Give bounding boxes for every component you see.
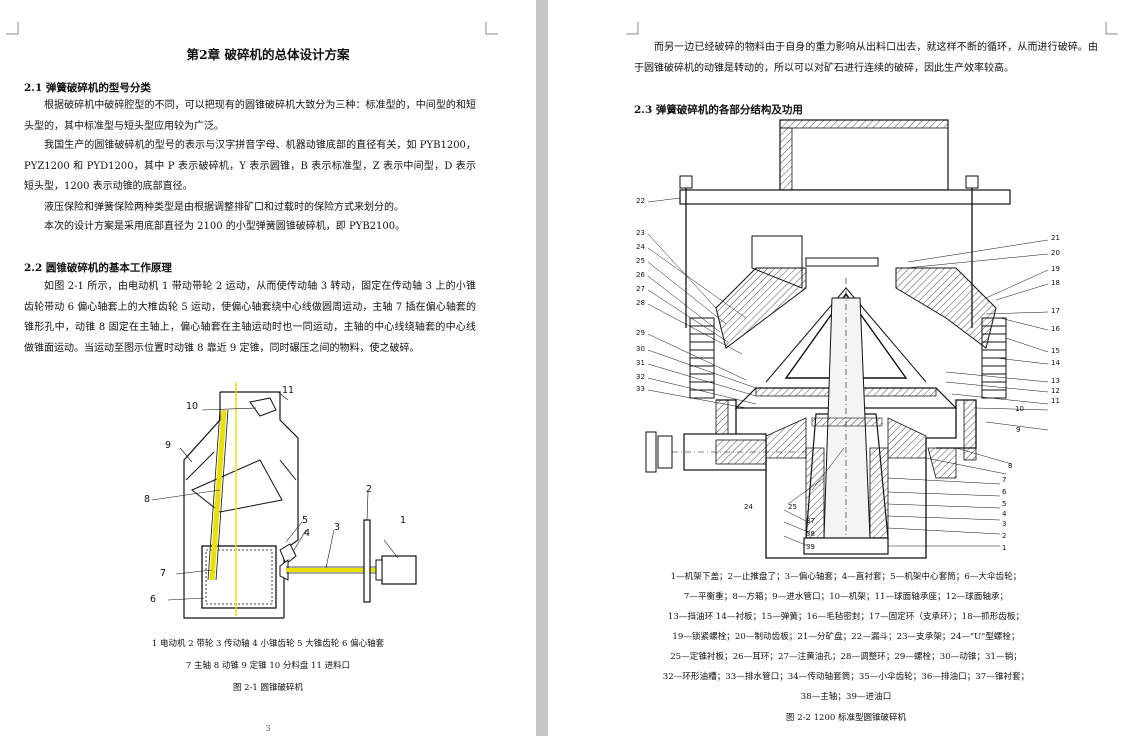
- section-2-1-para-3: 液压保险和弹簧保险两种类型是由根据调整排矿口和过载时的保险方式来划分的。: [44, 202, 404, 213]
- fig-2-2-label-9: 9: [1016, 426, 1021, 434]
- fig-2-2-label-27: 27: [636, 285, 645, 293]
- fig-2-2-label-4: 4: [1002, 510, 1007, 518]
- fig-2-2-label-12: 12: [1051, 387, 1060, 395]
- fig-2-2-legend-line-4: 19—锁紧螺栓；20—制动齿板；21—分矿盘；22—漏斗；23—支承架；24—"…: [672, 632, 1020, 642]
- section-2-2-para: 如图 2-1 所示，由电动机 1 带动带轮 2 运动，从而使传动轴 3 转动，固…: [24, 281, 476, 354]
- fig-2-2-label-20: 20: [1051, 249, 1060, 257]
- fig-2-2-label-25-lower: 25: [788, 503, 797, 511]
- figure-2-1-crusher-diagram: [151, 382, 417, 619]
- fig-2-1-legend-line-1: 1 电动机 2 带轮 3 传动轴 4 小锥齿轮 5 大锥齿轮 6 偏心轴套: [151, 639, 385, 649]
- fig-2-2-label-38: 38: [806, 530, 815, 538]
- fig-2-2-label-26: 26: [636, 271, 645, 279]
- right-page: 而另一边已经破碎的物料由于自身的重力影响从出料口出去，就这样不断的循环，从而进行…: [548, 0, 1144, 736]
- fig-2-2-label-6: 6: [1002, 488, 1007, 496]
- fig-2-2-label-18: 18: [1051, 279, 1060, 287]
- section-2-1-para-2: 我国生产的圆锥破碎机的型号的表示与汉字拼音字母、机器动锥底部的直径有关，如 PY…: [24, 140, 476, 192]
- fig-2-1-label-8: 8: [144, 494, 151, 505]
- section-2-3-heading: 2.3 弹簧破碎机的各部分结构及功用: [634, 104, 803, 116]
- fig-2-2-legend-line-3: 13—挡油环 14—衬板；15—弹簧；16—毛毡密封；17—固定环（支承环）；1…: [667, 612, 1025, 622]
- fig-2-2-label-32: 32: [636, 373, 645, 381]
- crop-mark-top-right: [1105, 22, 1118, 35]
- fig-2-2-label-19-upper: 19: [1051, 265, 1060, 273]
- fig-2-2-legend-line-1: 1—机架下盖；2—止推盘了；3—偏心轴套；4—直衬套；5—机架中心套筒；6—大伞…: [670, 572, 1022, 582]
- fig-2-2-label-28: 28: [636, 299, 645, 307]
- fig-2-2-legend-line-6: 32—环形油槽；33—排水管口；34—传动轴套筒；35—小伞齿轮；36—排油口；…: [662, 672, 1030, 682]
- fig-2-1-label-1: 1: [400, 515, 407, 526]
- section-2-2-heading: 2.2 圆锥破碎机的基本工作原理: [24, 262, 172, 274]
- crop-mark-top-right: [485, 22, 498, 35]
- fig-2-1-caption: 图 2-1 圆锥破碎机: [232, 683, 304, 693]
- fig-2-2-legend-line-7: 38—主轴；39—进油口: [800, 692, 892, 702]
- fig-2-2-label-16: 16: [1051, 325, 1060, 333]
- crop-mark-top-left: [6, 22, 19, 35]
- fig-2-2-label-1: 1: [1002, 544, 1007, 552]
- section-2-1-para-4: 本次的设计方案是采用底部直径为 2100 的小型弹簧圆锥破碎机，即 PYB210…: [44, 221, 406, 232]
- left-page: 第2章 破碎机的总体设计方案 2.1 弹簧破碎机的型号分类 根据破碎机中破碎腔型…: [0, 0, 536, 736]
- fig-2-2-label-31: 31: [636, 359, 645, 367]
- fig-2-2-label-2: 2: [1002, 532, 1007, 540]
- fig-2-1-label-7: 7: [160, 568, 167, 579]
- section-2-1-heading: 2.1 弹簧破碎机的型号分类: [24, 82, 151, 94]
- crop-mark-top-left: [626, 22, 639, 35]
- fig-2-2-label-30: 30: [636, 345, 645, 353]
- fig-2-2-label-8: 8: [1008, 462, 1013, 470]
- fig-2-2-label-14: 14: [1051, 359, 1060, 367]
- section-2-1-para-1: 根据破碎机中破碎腔型的不同，可以把现有的圆锥破碎机大致分为三种：标准型的，中间型…: [24, 100, 476, 132]
- fig-2-2-label-7: 7: [1002, 476, 1007, 484]
- fig-2-1-label-11: 11: [282, 385, 295, 396]
- fig-2-1-label-9: 9: [165, 440, 172, 451]
- fig-2-2-label-24-lower: 24: [744, 503, 753, 511]
- fig-2-1-legend-line-2: 7 主轴 8 动锥 9 定锥 10 分料盘 11 进料口: [185, 661, 351, 671]
- fig-2-2-legend-line-2: 7—平衡重；8—方箱；9—进水管口；10—机架；11—球面轴承座；12—球面轴承…: [683, 592, 1009, 602]
- fig-2-2-label-10: 10: [1015, 405, 1024, 413]
- fig-2-2-caption: 图 2-2 1200 标准型圆锥破碎机: [786, 713, 906, 723]
- fig-2-1-label-3: 3: [334, 522, 341, 533]
- fig-2-2-label-25: 25: [636, 257, 645, 265]
- fig-2-2-label-23: 23: [636, 229, 645, 237]
- fig-2-2-label-29: 29: [636, 329, 645, 337]
- fig-2-2-label-3: 3: [1002, 520, 1007, 528]
- figure-2-2-crusher-section: [645, 119, 1049, 559]
- fig-2-2-label-15: 15: [1051, 347, 1060, 355]
- fig-2-1-label-10: 10: [186, 401, 199, 412]
- fig-2-1-label-2: 2: [366, 484, 373, 495]
- chapter-title: 第2章 破碎机的总体设计方案: [186, 47, 350, 62]
- fig-2-2-label-37: 37: [806, 517, 815, 525]
- fig-2-1-label-6: 6: [150, 594, 157, 605]
- fig-2-1-label-5: 5: [302, 515, 309, 526]
- page-gutter: [536, 0, 548, 736]
- fig-2-2-label-5: 5: [1002, 500, 1007, 508]
- fig-2-2-label-22: 22: [636, 197, 645, 205]
- fig-2-2-label-11: 11: [1051, 397, 1060, 405]
- page-number: 3: [265, 724, 271, 733]
- fig-2-2-label-24: 24: [636, 243, 645, 251]
- fig-2-2-legend-line-5: 25—定锥衬板；26—耳环；27—注黄油孔；28—调整环；29—螺栓；30—动锥…: [670, 652, 1022, 662]
- fig-2-2-label-17: 17: [1051, 307, 1060, 315]
- fig-2-2-label-33: 33: [636, 385, 645, 393]
- fig-2-2-label-21: 21: [1051, 234, 1060, 242]
- fig-2-1-label-4: 4: [304, 528, 311, 539]
- continuation-paragraph: 而另一边已经破碎的物料由于自身的重力影响从出料口出去，就这样不断的循环，从而进行…: [634, 42, 1098, 74]
- fig-2-2-label-39: 39: [806, 543, 815, 551]
- fig-2-2-label-13: 13: [1051, 377, 1060, 385]
